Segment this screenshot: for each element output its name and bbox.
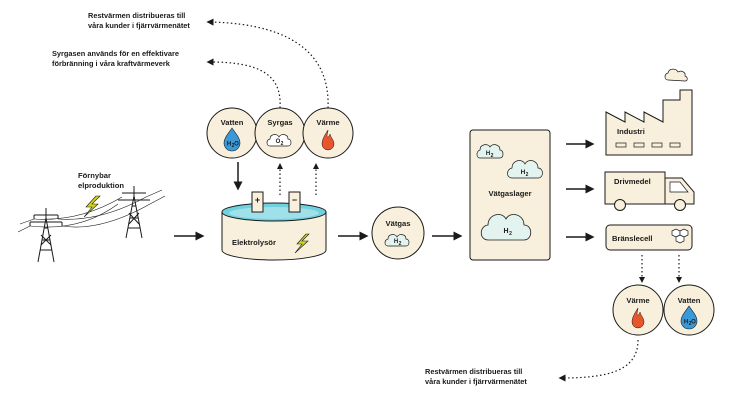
hydrogen-circle: Vätgas H 2 — [371, 206, 425, 260]
note-heat-district-top: Restvärmen distribueras till våra kunder… — [88, 11, 190, 30]
output-heat-label: Värme — [626, 296, 649, 305]
power-pylon-left-icon — [29, 208, 63, 263]
note-heat-line2: våra kunder i fjärrvärmenätet — [88, 21, 190, 30]
industry-label: Industri — [617, 127, 645, 136]
flame-icon — [321, 129, 335, 151]
water-formula-sub: 2 — [232, 143, 235, 149]
output-water-drop-icon — [680, 305, 698, 330]
output-water-formula-h: H — [684, 320, 688, 326]
hydrogen-label: Vätgas — [386, 219, 411, 228]
input-water-circle: Vatten H 2 O — [206, 107, 258, 159]
storage-label: Vätgaslager — [488, 189, 531, 198]
output-water-circle: Vatten H 2 O — [663, 284, 715, 336]
storage-cloud-1-formula: H — [486, 151, 490, 157]
fuelcell-label: Bränslecell — [612, 234, 653, 243]
anode-electrode — [251, 191, 264, 213]
storage-cloud-1-sub: 2 — [491, 153, 494, 159]
dotted-arrow-heat-to-note — [206, 18, 329, 109]
fuel-label: Drivmedel — [614, 177, 651, 186]
input-water-label: Vatten — [221, 118, 244, 127]
hydrogen-storage: Vätgaslager H 2 H 2 H 2 — [469, 129, 551, 261]
source-label-line2: elproduktion — [78, 181, 124, 190]
renewable-power-source: Förnybar elproduktion — [17, 171, 166, 263]
bottom-note-line2: våra kunder i fjärrvärmenätet — [425, 377, 527, 386]
water-drop-icon — [223, 127, 241, 152]
storage-cloud-3-formula: H — [503, 228, 508, 235]
bottom-note-line1: Restvärmen distribueras till — [425, 367, 522, 376]
note-oxygen-line2: förbränning i våra kraftvärmeverk — [52, 59, 171, 68]
power-pylon-right-icon — [118, 186, 150, 239]
water-formula-h: H — [227, 142, 231, 148]
input-heat-circle: Värme — [302, 107, 354, 159]
electrolyser-label: Elektrolysör — [232, 238, 276, 247]
source-label-line1: Förnybar — [78, 171, 111, 180]
storage-cloud-2-formula: H — [521, 169, 526, 176]
oxygen-formula: O — [276, 139, 281, 145]
output-water-formula-o: O — [691, 320, 696, 326]
note-heat-line1: Restvärmen distribueras till — [88, 11, 185, 20]
hydrogen-formula-sub: 2 — [399, 241, 402, 247]
storage-cloud-2-sub: 2 — [526, 172, 529, 178]
input-oxygen-circle: Syrgas O 2 — [254, 107, 306, 159]
fuel-cell: Bränslecell — [605, 224, 693, 251]
dotted-arrow-oxygen-to-note — [206, 58, 281, 109]
fuel-truck-icon: Drivmedel — [604, 171, 695, 211]
industry-factory-icon: Industri — [605, 68, 693, 156]
output-flame-icon — [631, 307, 645, 329]
output-heat-circle: Värme — [612, 284, 664, 336]
power-lines — [17, 189, 166, 233]
cathode-electrode — [288, 191, 301, 213]
hydrogen-formula: H — [394, 239, 398, 245]
note-oxygen-line1: Syrgasen används för en effektivare — [52, 49, 179, 58]
oxygen-formula-sub: 2 — [281, 141, 284, 147]
oxygen-cloud-icon — [266, 134, 292, 147]
minus-sign: − — [292, 195, 297, 205]
electrolyser: + − Elektrolysör — [221, 191, 327, 261]
water-formula-o: O — [234, 142, 239, 148]
storage-cloud-3-icon: H 2 — [480, 214, 532, 241]
dotted-arrow-heat-to-bottom-note — [558, 339, 639, 382]
storage-cloud-3-sub: 2 — [509, 231, 512, 237]
note-oxygen: Syrgasen används för en effektivare förb… — [52, 49, 179, 68]
storage-cloud-2-icon: H 2 — [507, 160, 543, 179]
hydrogen-cloud-icon — [384, 234, 410, 247]
lightning-icon — [83, 195, 101, 218]
output-water-label: Vatten — [678, 296, 701, 305]
note-heat-district-bottom: Restvärmen distribueras till våra kunder… — [425, 367, 527, 386]
electrolyser-lightning-icon — [294, 233, 310, 254]
fuelcell-hexagon-icon — [671, 228, 689, 244]
input-oxygen-label: Syrgas — [267, 118, 292, 127]
input-heat-label: Värme — [316, 118, 339, 127]
storage-cloud-1-icon: H 2 — [476, 144, 504, 159]
plus-sign: + — [255, 195, 260, 205]
output-water-formula-sub: 2 — [689, 321, 692, 327]
